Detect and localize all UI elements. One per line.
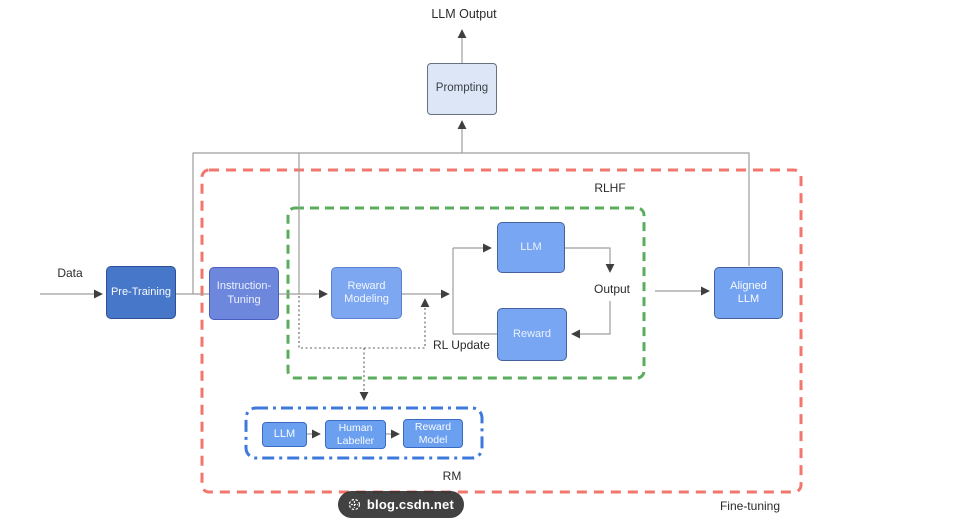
globe-icon	[348, 498, 361, 511]
connector-feedback-rl-update	[298, 296, 430, 349]
rm-boundary	[244, 406, 484, 460]
node-aligned-llm: Aligned LLM	[714, 267, 783, 319]
node-reward-modeling: Reward Modeling	[331, 267, 402, 319]
label-rlhf: RLHF	[594, 181, 626, 195]
label-rm: RM	[442, 469, 462, 483]
rlhf-boundary	[286, 206, 646, 380]
fine-tuning-boundary	[200, 168, 803, 494]
csdn-watermark: blog.csdn.net	[338, 491, 464, 518]
label-output: Output	[586, 282, 638, 297]
watermark-text: blog.csdn.net	[366, 497, 454, 512]
node-reward-model: Reward Model	[403, 419, 463, 448]
label-fine-tuning: Fine-tuning	[719, 499, 781, 513]
node-reward: Reward	[497, 308, 567, 361]
label-llm-output: LLM Output	[431, 7, 497, 21]
node-prompting: Prompting	[427, 63, 497, 115]
connector-llm-to-output	[565, 247, 615, 273]
label-rl-update: RL Update	[433, 338, 490, 352]
node-human-labeller: Human Labeller	[325, 420, 386, 449]
connector-output-to-reward	[571, 301, 611, 339]
connector-top-rail	[192, 152, 750, 294]
node-instruction-tuning: Instruction- Tuning	[209, 267, 279, 320]
node-pre-training: Pre-Training	[106, 266, 176, 319]
node-llm: LLM	[497, 222, 565, 273]
node-rm-llm: LLM	[262, 422, 307, 447]
label-data: Data	[57, 266, 83, 280]
